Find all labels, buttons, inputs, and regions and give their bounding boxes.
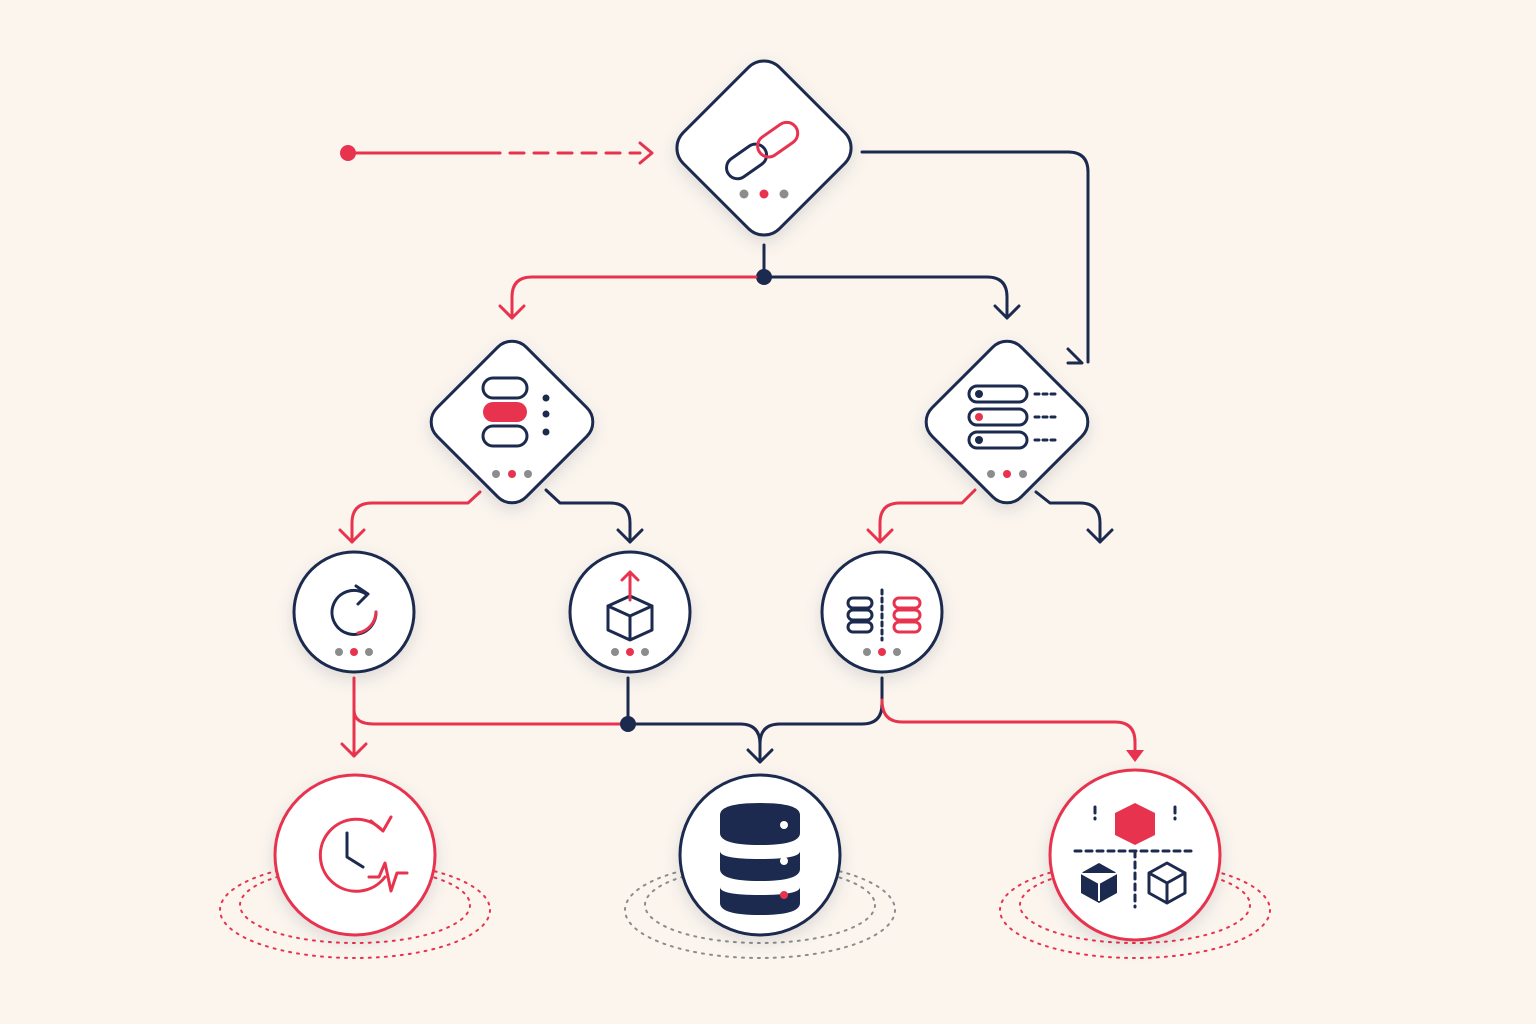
database-stack-icon: [481, 376, 550, 448]
edge-input-link: [340, 141, 654, 165]
node-distribute[interactable]: [1048, 768, 1222, 942]
node-replica[interactable]: [820, 550, 944, 674]
edge-link-list-right: [860, 150, 1090, 365]
box-upload-icon: [606, 570, 654, 642]
edge-list-children: [866, 488, 1114, 544]
edge-db-children: [338, 488, 644, 544]
status-dots: [863, 648, 901, 656]
bus-junction-dot: [620, 716, 636, 732]
node-server[interactable]: [678, 773, 842, 937]
edge-group: [338, 141, 1144, 764]
node-link[interactable]: [668, 52, 860, 244]
status-dots: [611, 648, 649, 656]
database-split-icon: [846, 588, 922, 642]
node-schedule[interactable]: [273, 773, 437, 937]
node-db-stack[interactable]: [423, 333, 601, 511]
status-dots: [987, 470, 1027, 478]
status-dots: [739, 189, 789, 199]
status-dots: [335, 648, 373, 656]
node-list[interactable]: [918, 333, 1096, 511]
refresh-icon: [330, 584, 378, 636]
junction-dot: [756, 269, 772, 285]
clock-pulse-icon: [318, 815, 409, 893]
server-icon: [720, 803, 800, 915]
edge-link-split: [498, 243, 1021, 320]
status-dots: [492, 470, 532, 478]
node-export[interactable]: [568, 550, 692, 674]
edge-lower-bus: [340, 676, 1144, 764]
node-sync[interactable]: [292, 550, 416, 674]
edge-input-start-dot: [340, 145, 356, 161]
list-toggle-icon: [967, 384, 1057, 450]
cubes-distribution-icon: [1073, 803, 1197, 909]
